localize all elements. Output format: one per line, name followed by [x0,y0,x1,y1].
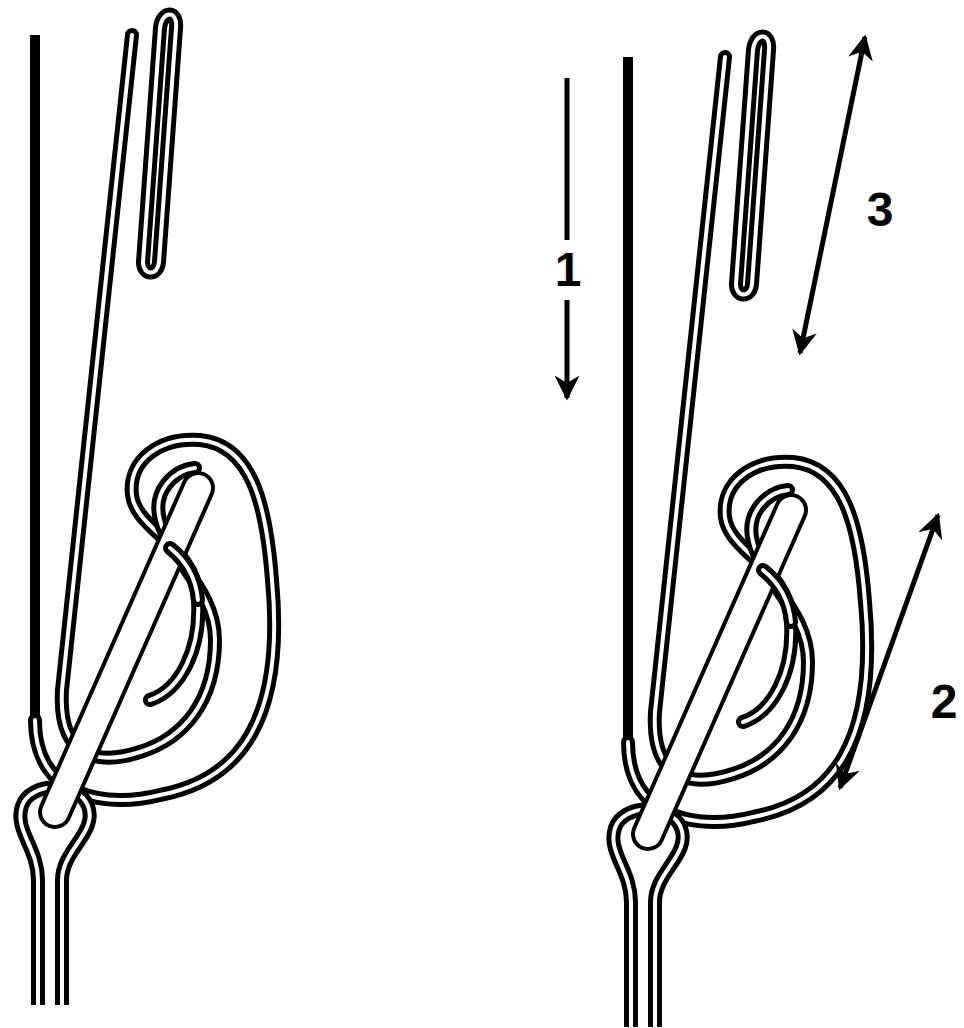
double-arrow [840,515,938,788]
arrow-shaft [565,300,570,398]
motion-arrows [567,37,938,788]
callout-number: 3 [865,186,896,234]
callout-number: 2 [929,678,960,726]
callout-number: 1 [553,246,584,294]
arrow-shaft [565,78,570,240]
double-arrow [800,37,865,353]
knot-figure-right [613,37,867,1028]
knot-figure-left [20,15,274,1006]
